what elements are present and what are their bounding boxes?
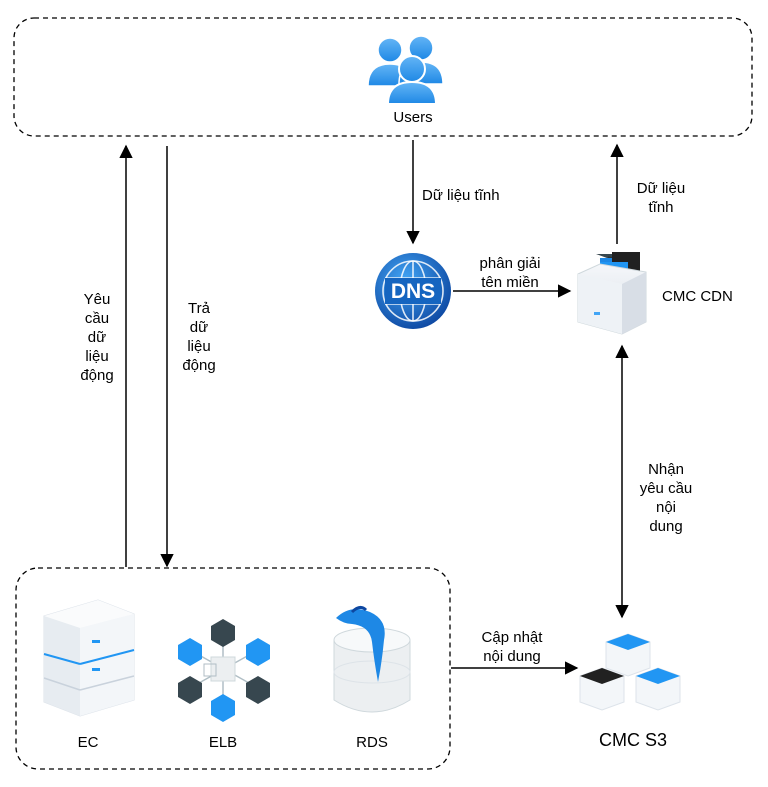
elb-network-icon — [178, 619, 270, 722]
receive-request-label: Nhận yêu cầu nội dung — [639, 461, 693, 535]
dns-label: DNS — [391, 280, 435, 303]
ec-label: EC — [77, 734, 99, 751]
s3-label: CMC S3 — [598, 730, 667, 750]
rds-database-icon — [333, 605, 411, 713]
users-icon — [367, 35, 444, 105]
users-container — [13, 17, 753, 137]
update-content-label: Cập nhật nội dung — [481, 629, 543, 665]
s3-storage-icon — [579, 633, 681, 711]
cdn-static-label: Dữ liệu tĩnh — [636, 180, 686, 216]
dns-globe-icon — [375, 253, 451, 329]
elb-label: ELB — [208, 734, 238, 751]
ec-server-icon — [43, 599, 135, 717]
static-to-dns-label: Dữ liệu tĩnh — [422, 187, 500, 204]
cdn-label: CMC CDN — [662, 288, 733, 305]
users-label: Users — [393, 109, 433, 126]
rds-label: RDS — [356, 734, 388, 751]
resolve-domain-label: phân giải tên miền — [479, 255, 541, 291]
request-dynamic-label: Yêu cầu dữ liệu động — [80, 291, 114, 384]
return-dynamic-label: Trả dữ liệu động — [182, 300, 216, 374]
cdn-server-icon — [577, 252, 647, 335]
backend-container — [15, 567, 451, 770]
